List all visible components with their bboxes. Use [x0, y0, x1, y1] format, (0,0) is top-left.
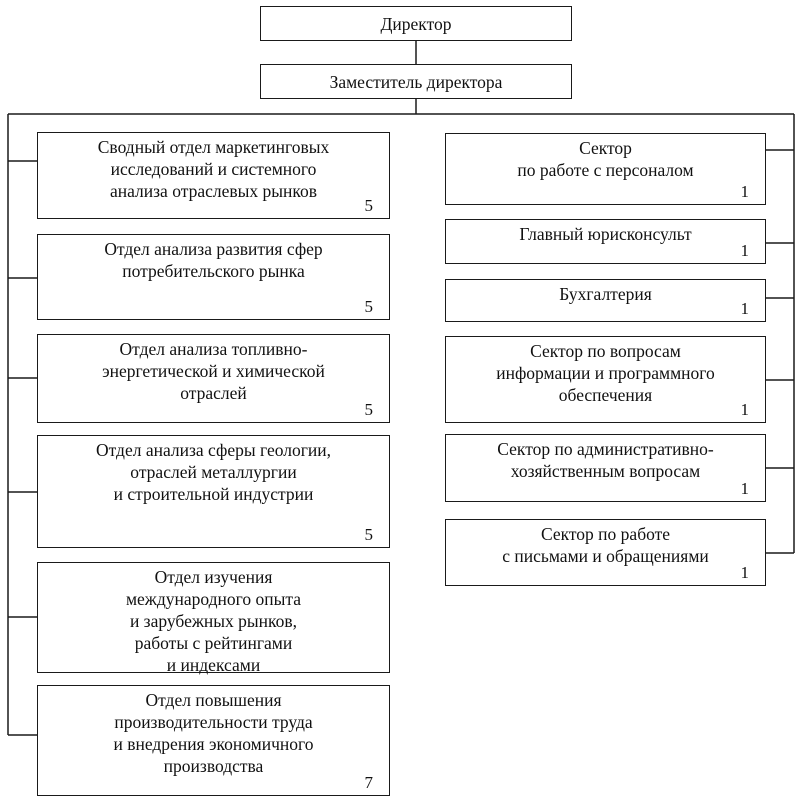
unit-box-fuel-energy: Отдел анализа топливно- энергетической и…	[37, 334, 390, 423]
unit-box-international-experience: Отдел изучения международного опыта и за…	[37, 562, 390, 675]
unit-box-labor-productivity: Отдел повышения производительности труда…	[37, 685, 390, 796]
staff-count: 1	[740, 182, 750, 201]
unit-label: Сектор по вопросам информации и программ…	[496, 341, 715, 405]
unit-label: Сектор по административно- хозяйственным…	[497, 439, 714, 481]
unit-label: Отдел изучения международного опыта и за…	[125, 567, 302, 675]
unit-label: Отдел анализа топливно- энергетической и…	[102, 339, 325, 403]
unit-box-information-software: Сектор по вопросам информации и программ…	[445, 336, 766, 423]
staff-count: 1	[740, 400, 750, 419]
unit-label: Отдел повышения производительности труда…	[113, 690, 314, 776]
unit-box-geology-metallurgy: Отдел анализа сферы геологии, отраслей м…	[37, 435, 390, 548]
unit-box-chief-legal-counsel: Главный юрисконсульт 1	[445, 219, 766, 264]
director-label: Директор	[380, 14, 452, 34]
staff-count: 5	[364, 297, 374, 316]
unit-box-administrative: Сектор по административно- хозяйственным…	[445, 434, 766, 502]
deputy-director-box: Заместитель директора	[260, 64, 572, 99]
unit-label: Сектор по работе с письмами и обращениям…	[502, 524, 709, 566]
unit-box-accounting: Бухгалтерия 1	[445, 279, 766, 322]
unit-label: Главный юрисконсульт	[519, 224, 692, 244]
staff-count: 1	[740, 563, 750, 582]
staff-count: 7	[364, 773, 374, 792]
unit-box-letters-appeals: Сектор по работе с письмами и обращениям…	[445, 519, 766, 586]
unit-box-marketing-research: Сводный отдел маркетинговых исследований…	[37, 132, 390, 219]
staff-count: 5	[364, 400, 374, 419]
unit-box-personnel-sector: Сектор по работе с персоналом 1	[445, 133, 766, 205]
staff-count: 5	[364, 196, 374, 215]
deputy-director-label: Заместитель директора	[329, 72, 503, 92]
staff-count: 1	[740, 479, 750, 498]
staff-count: 5	[364, 525, 374, 544]
staff-count: 1	[740, 299, 750, 318]
unit-box-consumer-market: Отдел анализа развития сфер потребительс…	[37, 234, 390, 320]
unit-label: Отдел анализа сферы геологии, отраслей м…	[95, 440, 331, 504]
unit-label: Отдел анализа развития сфер потребительс…	[104, 239, 323, 281]
unit-label: Сводный отдел маркетинговых исследований…	[97, 137, 330, 201]
unit-label: Бухгалтерия	[559, 284, 652, 304]
director-box: Директор	[260, 6, 572, 41]
unit-label: Сектор по работе с персоналом	[517, 138, 694, 180]
staff-count: 1	[740, 241, 750, 260]
